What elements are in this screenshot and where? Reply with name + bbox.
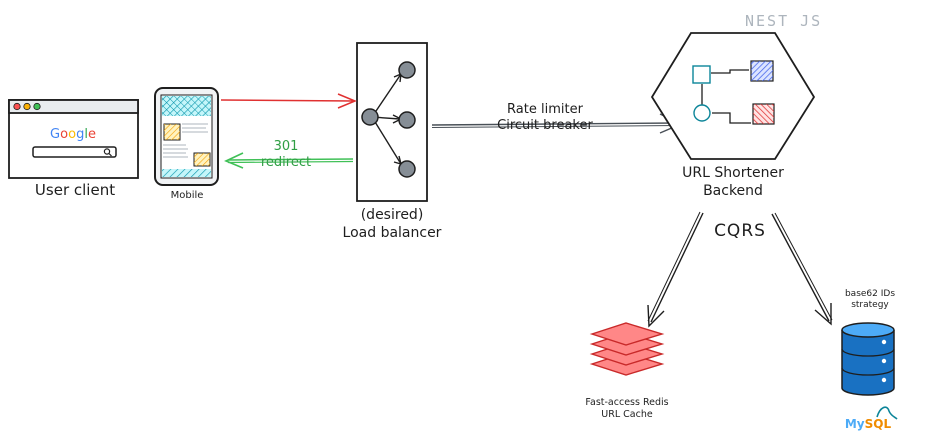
redirect-label: 301 redirect [246,139,326,172]
lb-target-node-1 [398,61,416,79]
google-logo-letter: o [68,127,76,142]
mysql-logo-sql: SQL [864,417,892,431]
google-logo-letter: l [84,127,88,142]
google-logo-letter: e [88,127,96,142]
mobile-phone [154,87,219,186]
cqrs-label: CQRS [714,221,766,241]
backend-title: URL Shortener [682,165,784,181]
browser-window: Google [8,99,139,179]
backend-subtitle: Backend [703,182,763,199]
load-balancer-node [356,42,428,202]
mysql-logo-my: My [844,417,865,431]
search-icon [103,148,111,155]
mobile-label: Mobile [170,190,204,201]
lb-source-node [361,108,379,126]
redis-title: Fast-access Redis [585,397,669,408]
rate-limiter-label: Rate limiter [507,102,583,117]
backend-label: URL Shortener Backend [663,165,803,200]
backend-blue-module [751,61,773,81]
base62-note-line1: base62 IDs [844,289,896,299]
load-balancer-title: Load balancer [342,224,442,241]
search-bar [32,146,117,158]
redis-subtitle: URL Cache [601,408,653,420]
google-logo-letter: G [50,127,60,142]
load-balancer-qualifier: (desired) [360,207,424,223]
request-arrow [220,93,357,109]
mysql-dolphin-icon [876,406,898,420]
mysql-logo: MySQL [843,417,893,432]
cqrs-arrow-mysql [771,212,833,326]
backend-service-node [650,32,816,160]
nestjs-label: NEST JS [745,12,823,30]
base62-note: base62 IDs strategy [830,289,910,312]
redirect-code: 301 [273,139,299,154]
backend-red-module [753,104,774,124]
redis-label: Fast-access Redis URL Cache [567,397,687,421]
google-logo-letter: o [60,127,68,142]
window-minimize-dot [23,102,31,111]
load-balancer-label: (desired) Load balancer [327,207,457,242]
backend-square-node [692,65,711,84]
database-icon [841,322,898,420]
lb-target-node-3 [398,160,416,178]
google-logo-letter: g [76,127,84,142]
base62-note-line2: strategy [851,300,889,311]
redirect-text: redirect [260,155,312,171]
window-close-dot [13,102,21,111]
redirect-arrow [224,152,354,169]
window-maximize-dot [33,102,41,111]
cqrs-arrow-redis [647,211,704,328]
redis-icon [589,322,665,376]
user-client-label: User client [34,181,116,199]
circuit-breaker-label: Circuit breaker [497,118,593,134]
edge-label: Rate limiter Circuit breaker [480,102,610,135]
backend-circle-node [693,104,711,122]
google-logo: Google [50,127,96,142]
lb-target-node-2 [398,111,416,129]
